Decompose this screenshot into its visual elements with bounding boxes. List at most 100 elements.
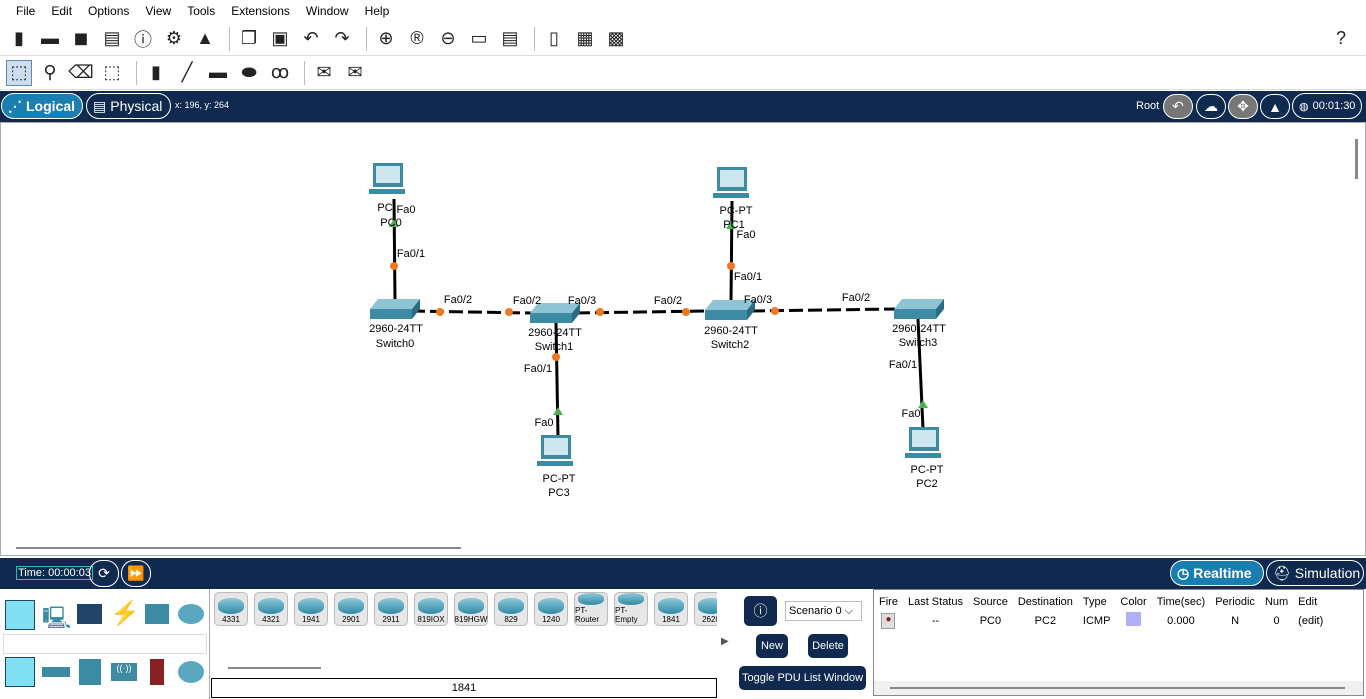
pdu-header[interactable]: Color bbox=[1120, 596, 1147, 608]
zoom-reset-icon[interactable]: ® bbox=[410, 28, 424, 48]
scenario-info-button[interactable]: ⓘ bbox=[744, 596, 777, 626]
scenario-select[interactable]: Scenario 0 ⌵ bbox=[785, 601, 862, 621]
menu-edit[interactable]: Edit bbox=[51, 4, 73, 18]
line-icon[interactable]: ╱ bbox=[181, 62, 193, 82]
device-model-1941[interactable]: 1941 bbox=[294, 592, 328, 626]
redo-icon[interactable]: ↷ bbox=[334, 28, 350, 48]
device-model-pt-empty[interactable]: PT-Empty bbox=[614, 592, 648, 626]
rectangle-icon[interactable]: ▬ bbox=[209, 62, 227, 82]
inspect-icon[interactable]: ⚲ bbox=[43, 62, 57, 82]
horizontal-scrollbar[interactable] bbox=[16, 547, 461, 549]
device-model-829[interactable]: 829 bbox=[494, 592, 528, 626]
multiuser-icon[interactable] bbox=[178, 604, 204, 624]
pdu-header[interactable]: Source bbox=[973, 596, 1008, 608]
device-model-2901[interactable]: 2901 bbox=[334, 592, 368, 626]
move-object-icon[interactable]: ✥ bbox=[1228, 94, 1258, 119]
new-cluster-icon[interactable]: ☁ bbox=[1196, 94, 1226, 119]
help-icon[interactable]: ? bbox=[1335, 28, 1346, 48]
delete-icon[interactable]: ⌫ bbox=[68, 62, 94, 82]
new-scenario-button[interactable]: New bbox=[756, 634, 788, 658]
save-icon[interactable]: ◼ bbox=[73, 28, 89, 48]
note-icon[interactable]: ▮ bbox=[151, 62, 161, 82]
pdu-header[interactable]: Type bbox=[1082, 596, 1107, 608]
fast-forward-icon[interactable]: ⏩ bbox=[121, 560, 151, 587]
freeform-icon[interactable]: ꝏ bbox=[270, 62, 290, 82]
device-template-icon[interactable]: ▦ bbox=[576, 28, 594, 48]
device-model-4321[interactable]: 4321 bbox=[254, 592, 288, 626]
switches-icon[interactable] bbox=[42, 667, 70, 677]
end-devices-icon[interactable]: 🖳 bbox=[42, 605, 72, 630]
pdu-header[interactable]: Time(sec) bbox=[1156, 596, 1206, 608]
device-model-1240[interactable]: 1240 bbox=[534, 592, 568, 626]
delete-scenario-button[interactable]: Delete bbox=[808, 634, 848, 658]
logical-workspace[interactable]: PC PC0 Fa0 Fa0/1 2960-24TT Switch0 Fa0/2… bbox=[0, 122, 1366, 556]
menu-help[interactable]: Help bbox=[364, 4, 390, 18]
viewport-clock[interactable]: ◍00:01:30 bbox=[1292, 93, 1362, 119]
new-file-icon[interactable]: ▮ bbox=[14, 28, 24, 48]
realtime-tab[interactable]: ◷Realtime bbox=[1170, 560, 1264, 586]
logical-tab[interactable]: ⋰Logical bbox=[1, 93, 83, 119]
device-model-819iox[interactable]: 819IOX bbox=[414, 592, 448, 626]
expand-arrow-icon[interactable]: ▶ bbox=[721, 636, 729, 647]
menu-file[interactable]: File bbox=[16, 4, 36, 18]
print-icon[interactable]: ▤ bbox=[103, 28, 121, 48]
background-image-icon[interactable]: ▲ bbox=[1260, 94, 1290, 119]
hubs-icon[interactable] bbox=[79, 659, 101, 685]
device-model-2620[interactable]: 2620 bbox=[694, 592, 717, 626]
pdu-header[interactable]: Destination bbox=[1017, 596, 1073, 608]
connections-icon[interactable]: ⚡ bbox=[110, 600, 140, 627]
device-list-scrollbar[interactable] bbox=[228, 667, 321, 669]
wireless-icon[interactable]: ((·)) bbox=[111, 663, 137, 681]
screenshot-icon[interactable]: ▩ bbox=[607, 28, 625, 48]
activity-wizard-icon[interactable]: ▲ bbox=[196, 28, 214, 48]
fire-pdu-icon[interactable]: ● bbox=[881, 612, 896, 629]
root-label[interactable]: Root bbox=[1136, 100, 1160, 112]
resize-icon[interactable]: ⬚ bbox=[103, 62, 121, 82]
custom-devices-icon[interactable]: ▤ bbox=[501, 28, 519, 48]
vertical-scrollbar[interactable] bbox=[1355, 139, 1358, 179]
menu-view[interactable]: View bbox=[145, 4, 172, 18]
pdu-header[interactable]: Last Status bbox=[907, 596, 963, 608]
drawing-palette-icon[interactable]: ▭ bbox=[470, 28, 488, 48]
notes-icon[interactable]: ▯ bbox=[549, 28, 559, 48]
paste-icon[interactable]: ▣ bbox=[271, 28, 289, 48]
wan-emulation-icon[interactable] bbox=[178, 661, 204, 683]
power-cycle-icon[interactable]: ⟳ bbox=[89, 560, 119, 587]
device-search-field[interactable] bbox=[3, 634, 207, 654]
info-icon[interactable]: ⓘ bbox=[134, 29, 152, 50]
miscellaneous-icon[interactable] bbox=[145, 604, 169, 624]
security-icon[interactable] bbox=[150, 659, 164, 685]
menu-tools[interactable]: Tools bbox=[187, 4, 216, 18]
menu-window[interactable]: Window bbox=[305, 4, 349, 18]
complex-pdu-icon[interactable]: ✉ bbox=[347, 62, 363, 82]
simple-pdu-icon[interactable]: ✉ bbox=[316, 62, 332, 82]
open-folder-icon[interactable]: ▬ bbox=[41, 28, 59, 48]
undo-icon[interactable]: ↶ bbox=[303, 28, 319, 48]
pdu-header[interactable]: Edit bbox=[1298, 596, 1318, 608]
pdu-edit[interactable]: (edit) bbox=[1298, 614, 1324, 627]
subcategory-routers[interactable] bbox=[5, 657, 35, 687]
device-model-4331[interactable]: 4331 bbox=[214, 592, 248, 626]
zoom-out-icon[interactable]: ⊖ bbox=[440, 28, 456, 48]
device-model-2911[interactable]: 2911 bbox=[374, 592, 408, 626]
zoom-in-icon[interactable]: ⊕ bbox=[378, 28, 394, 48]
physical-tab[interactable]: ▤Physical bbox=[86, 93, 171, 119]
category-network-devices[interactable] bbox=[5, 600, 35, 630]
components-icon[interactable] bbox=[77, 604, 102, 624]
menu-extensions[interactable]: Extensions bbox=[231, 4, 290, 18]
ellipse-icon[interactable]: ⬬ bbox=[241, 62, 257, 82]
menu-options[interactable]: Options bbox=[88, 4, 130, 18]
copy-icon[interactable]: ❐ bbox=[240, 28, 258, 48]
pdu-header[interactable]: Periodic bbox=[1215, 596, 1255, 608]
pdu-header[interactable]: Num bbox=[1264, 596, 1289, 608]
network-wizard-icon[interactable]: ⚙ bbox=[165, 28, 183, 48]
pdu-header[interactable]: Fire bbox=[879, 596, 898, 608]
select-icon[interactable]: ⬚ bbox=[6, 59, 32, 86]
device-model-pt-router[interactable]: PT-Router bbox=[574, 592, 608, 626]
back-icon[interactable]: ↶ bbox=[1163, 94, 1193, 119]
device-model-819hgw[interactable]: 819HGW bbox=[454, 592, 488, 626]
toggle-pdu-list-button[interactable]: Toggle PDU List Window bbox=[739, 666, 866, 690]
device-model-1841[interactable]: 1841 bbox=[654, 592, 688, 626]
pdu-scrollbar[interactable] bbox=[874, 681, 1363, 695]
